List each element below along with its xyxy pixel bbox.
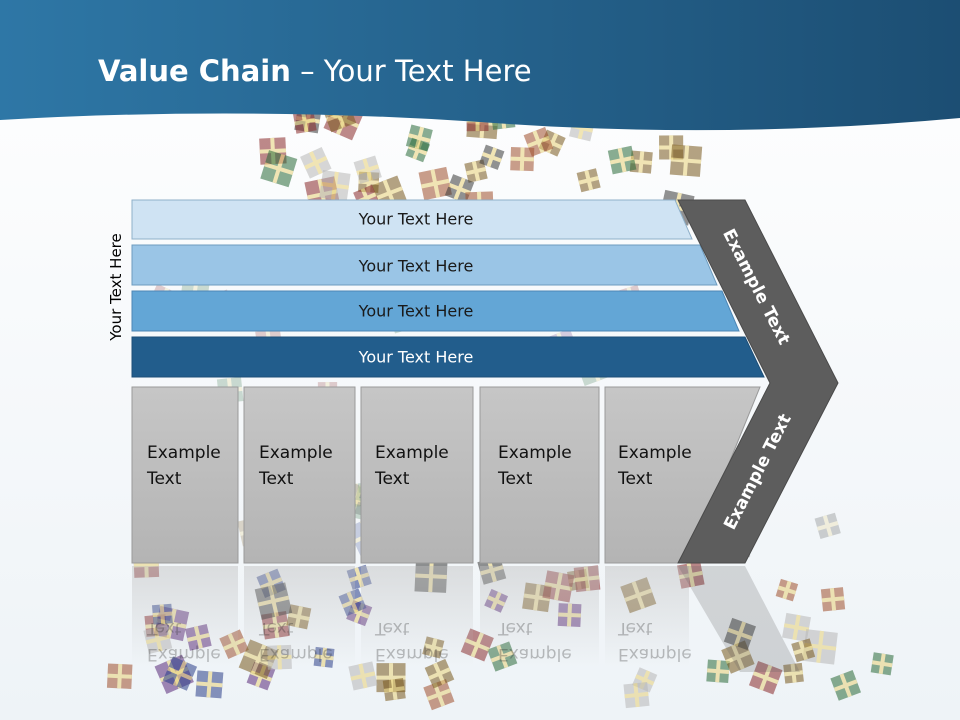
column-3-label: Example Text	[375, 440, 449, 492]
band-3-label: Your Text Here	[358, 301, 474, 321]
column-4	[479, 386, 600, 564]
band-4-label: Your Text Here	[358, 347, 474, 367]
column-5-line2: Text	[618, 469, 653, 489]
column-2-line1: Example	[259, 443, 333, 463]
column-5-line1: Example	[618, 443, 692, 463]
column-4-line1: Example	[498, 443, 572, 463]
chevron-arrow	[677, 199, 839, 564]
band-4	[131, 336, 765, 378]
column-1-line1: Example	[147, 443, 221, 463]
chevron-reflection	[678, 566, 800, 672]
column-reflection	[605, 566, 689, 666]
column-3	[360, 386, 474, 564]
band-1-label: Your Text Here	[358, 209, 474, 229]
column-2-label: Example Text	[259, 440, 333, 492]
column-5-label: Example Text	[618, 440, 692, 492]
band-1	[131, 199, 693, 240]
column-1-line2: Text	[147, 469, 182, 489]
page-title: Value Chain – Your Text Here	[98, 54, 532, 88]
column-reflection	[480, 566, 599, 666]
page-title-bold: Value Chain	[98, 54, 291, 88]
column-4-line2: Text	[498, 469, 533, 489]
column-reflection	[132, 566, 238, 666]
header-band	[0, 0, 960, 131]
column-4-label: Example Text	[498, 440, 572, 492]
column-2-line2: Text	[259, 469, 294, 489]
column-reflection	[244, 566, 355, 666]
column-2	[243, 386, 356, 564]
side-label: Your Text Here	[107, 233, 125, 341]
band-2	[131, 244, 718, 286]
column-3-line2: Text	[375, 469, 410, 489]
column-1	[131, 386, 239, 564]
column-3-line1: Example	[375, 443, 449, 463]
page-title-rest: – Your Text Here	[290, 54, 532, 88]
column-1-label: Example Text	[147, 440, 221, 492]
band-3	[131, 290, 740, 332]
band-2-label: Your Text Here	[358, 256, 474, 276]
column-reflection	[361, 566, 473, 666]
